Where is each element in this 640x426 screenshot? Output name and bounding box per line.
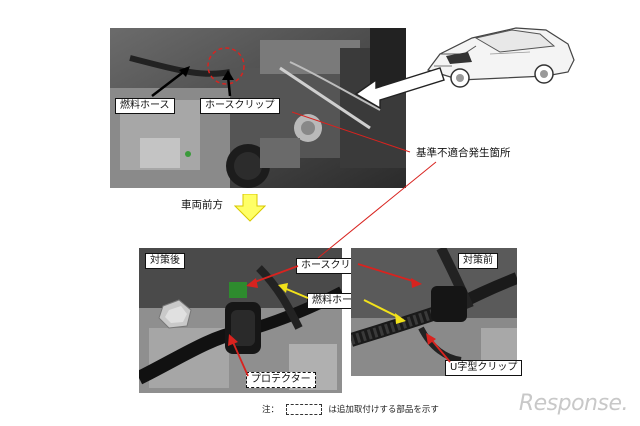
nonconformity-callout: 基準不適合発生箇所 [416, 147, 511, 159]
after-countermeasure-photo [139, 248, 342, 393]
vehicle-front-arrow-icon [233, 193, 267, 226]
fuel-hose-label: 燃料ホース [115, 98, 175, 114]
hose-clip-label: ホースクリップ [200, 98, 280, 114]
footnote: 注： は追加取付けする部品を示す [262, 403, 439, 415]
after-title: 対策後 [145, 253, 185, 269]
car-illustration [420, 8, 580, 98]
before-title: 対策前 [458, 253, 498, 269]
protector-label: プロテクター [246, 372, 316, 388]
footnote-dashed-box [285, 404, 322, 415]
response-watermark: Response. [518, 391, 629, 416]
footnote-text: は追加取付けする部品を示す [328, 405, 439, 415]
vehicle-front-label: 車両前方 [181, 199, 223, 211]
footnote-prefix: 注： [262, 405, 280, 415]
u-clip-label: U字型クリップ [445, 360, 523, 376]
